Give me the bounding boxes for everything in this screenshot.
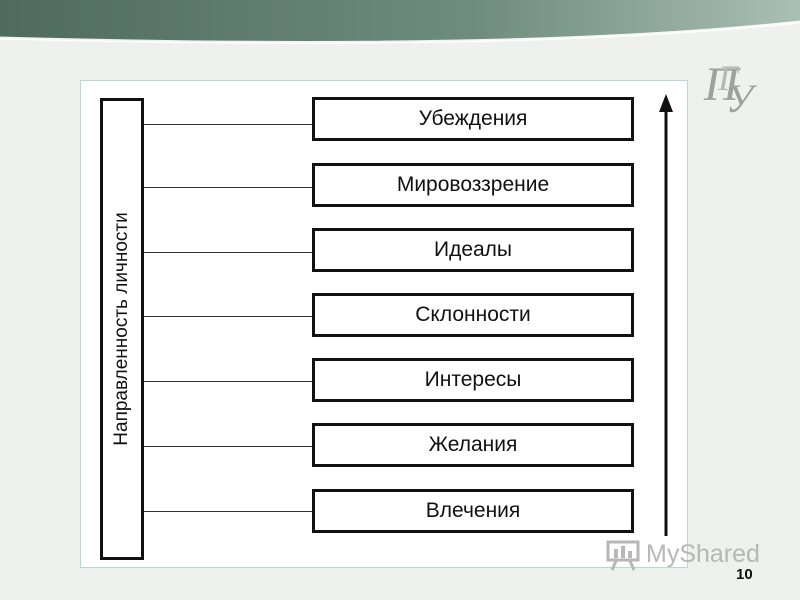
presentation-icon <box>606 540 640 571</box>
connector-line <box>144 187 312 188</box>
connector-line <box>144 124 312 125</box>
level-box: Склонности <box>312 293 634 337</box>
up-arrow-icon <box>659 94 673 536</box>
svg-text:П: П <box>703 58 742 111</box>
connector-line <box>144 381 312 382</box>
watermark-text: MyShared <box>646 540 760 568</box>
side-box: Направленность личности <box>100 98 144 560</box>
svg-text:Г: Г <box>717 58 740 98</box>
connector-line <box>144 446 312 447</box>
level-box: Идеалы <box>312 228 634 272</box>
connector-line <box>144 252 312 253</box>
university-logo-icon: П У Г <box>703 58 758 121</box>
level-box: Интересы <box>312 358 634 402</box>
level-box: Влечения <box>312 489 634 533</box>
connector-line <box>144 316 312 317</box>
watermark: MyShared <box>606 537 766 573</box>
svg-text:У: У <box>726 76 758 121</box>
connector-line <box>144 511 312 512</box>
side-label: Направленность личности <box>111 212 132 446</box>
level-box: Желания <box>312 423 634 467</box>
level-box: Убеждения <box>312 97 634 141</box>
page-number: 10 <box>736 566 753 583</box>
slide-header-band <box>0 0 800 44</box>
level-box: Мировоззрение <box>312 163 634 207</box>
